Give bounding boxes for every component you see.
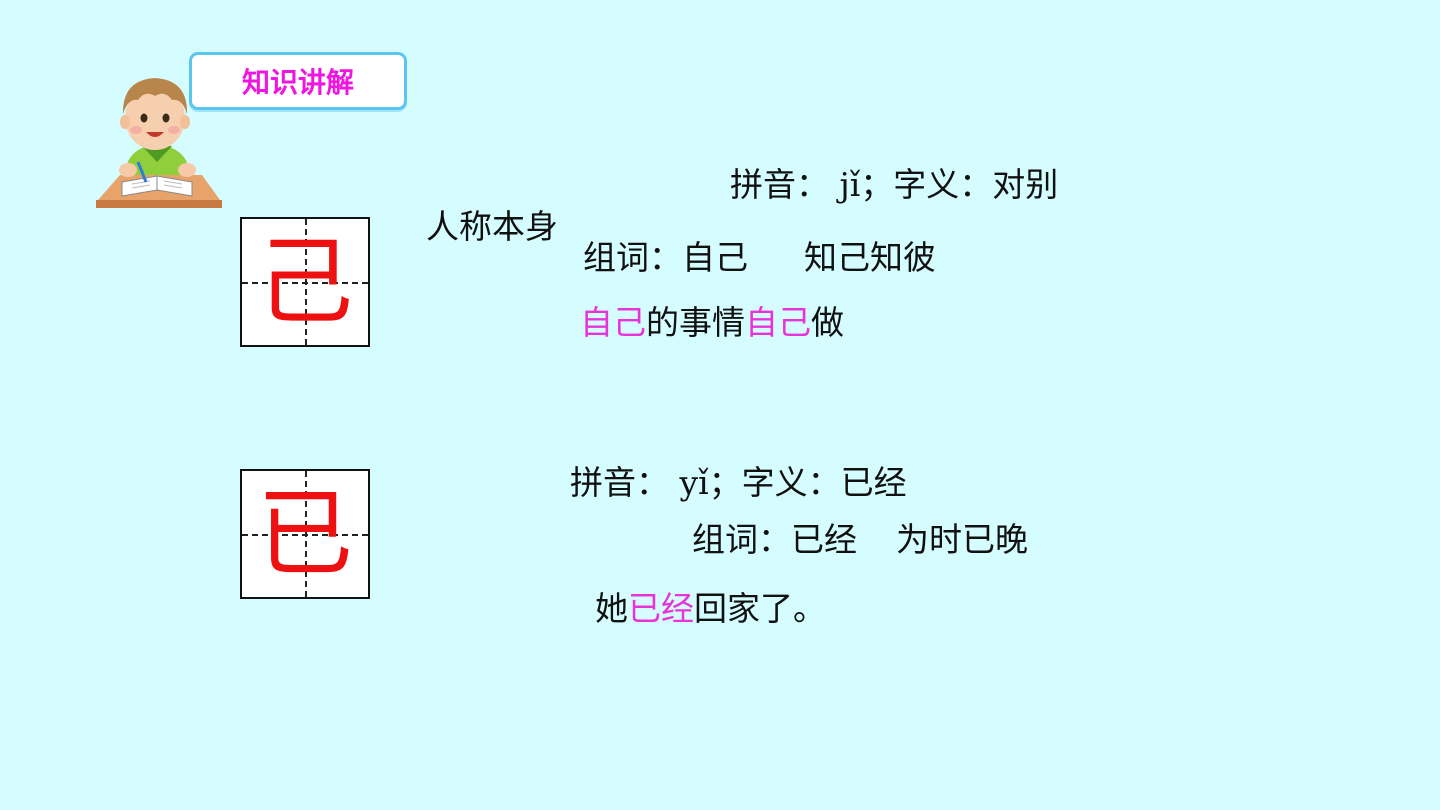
example-sentence-ji: 自己的事情自己做 (580, 306, 844, 339)
highlight-word: 自己 (580, 303, 646, 342)
word-1: 自己 (682, 238, 748, 277)
meaning-continuation-ji: 人称本身 (426, 207, 558, 246)
word-2: 知己知彼 (804, 238, 936, 277)
char-glyph-yi: 已 (257, 478, 353, 590)
words-label: 组词： (583, 238, 682, 277)
char-grid-yi: 已 (240, 469, 370, 599)
sentence-text: 她 (595, 589, 628, 628)
highlight-word: 已经 (628, 589, 694, 628)
sentence-text: 做 (811, 303, 844, 342)
pinyin-meaning-yi: 拼音： yǐ；字义：已经 (570, 463, 907, 502)
sentence-text: 回家了。 (694, 589, 826, 628)
words-line-ji: 组词：自己 知己知彼 (583, 241, 936, 274)
word-1: 已经 (791, 520, 857, 559)
char-glyph-ji: 己 (257, 226, 353, 338)
section-badge: 知识讲解 (189, 52, 407, 110)
sentence-text: 的事情 (646, 303, 745, 342)
boy-reading-icon (96, 78, 222, 208)
pinyin-meaning-ji: 拼音： jǐ；字义：对别 (730, 165, 1059, 204)
words-label: 组词： (692, 520, 791, 559)
section-badge-label: 知识讲解 (241, 66, 354, 99)
word-2: 为时已晚 (896, 520, 1028, 559)
example-sentence-yi: 她已经回家了。 (595, 592, 826, 625)
highlight-word: 自己 (745, 303, 811, 342)
words-line-yi: 组词：已经为时已晚 (692, 523, 1028, 556)
char-grid-ji: 己 (240, 217, 370, 347)
